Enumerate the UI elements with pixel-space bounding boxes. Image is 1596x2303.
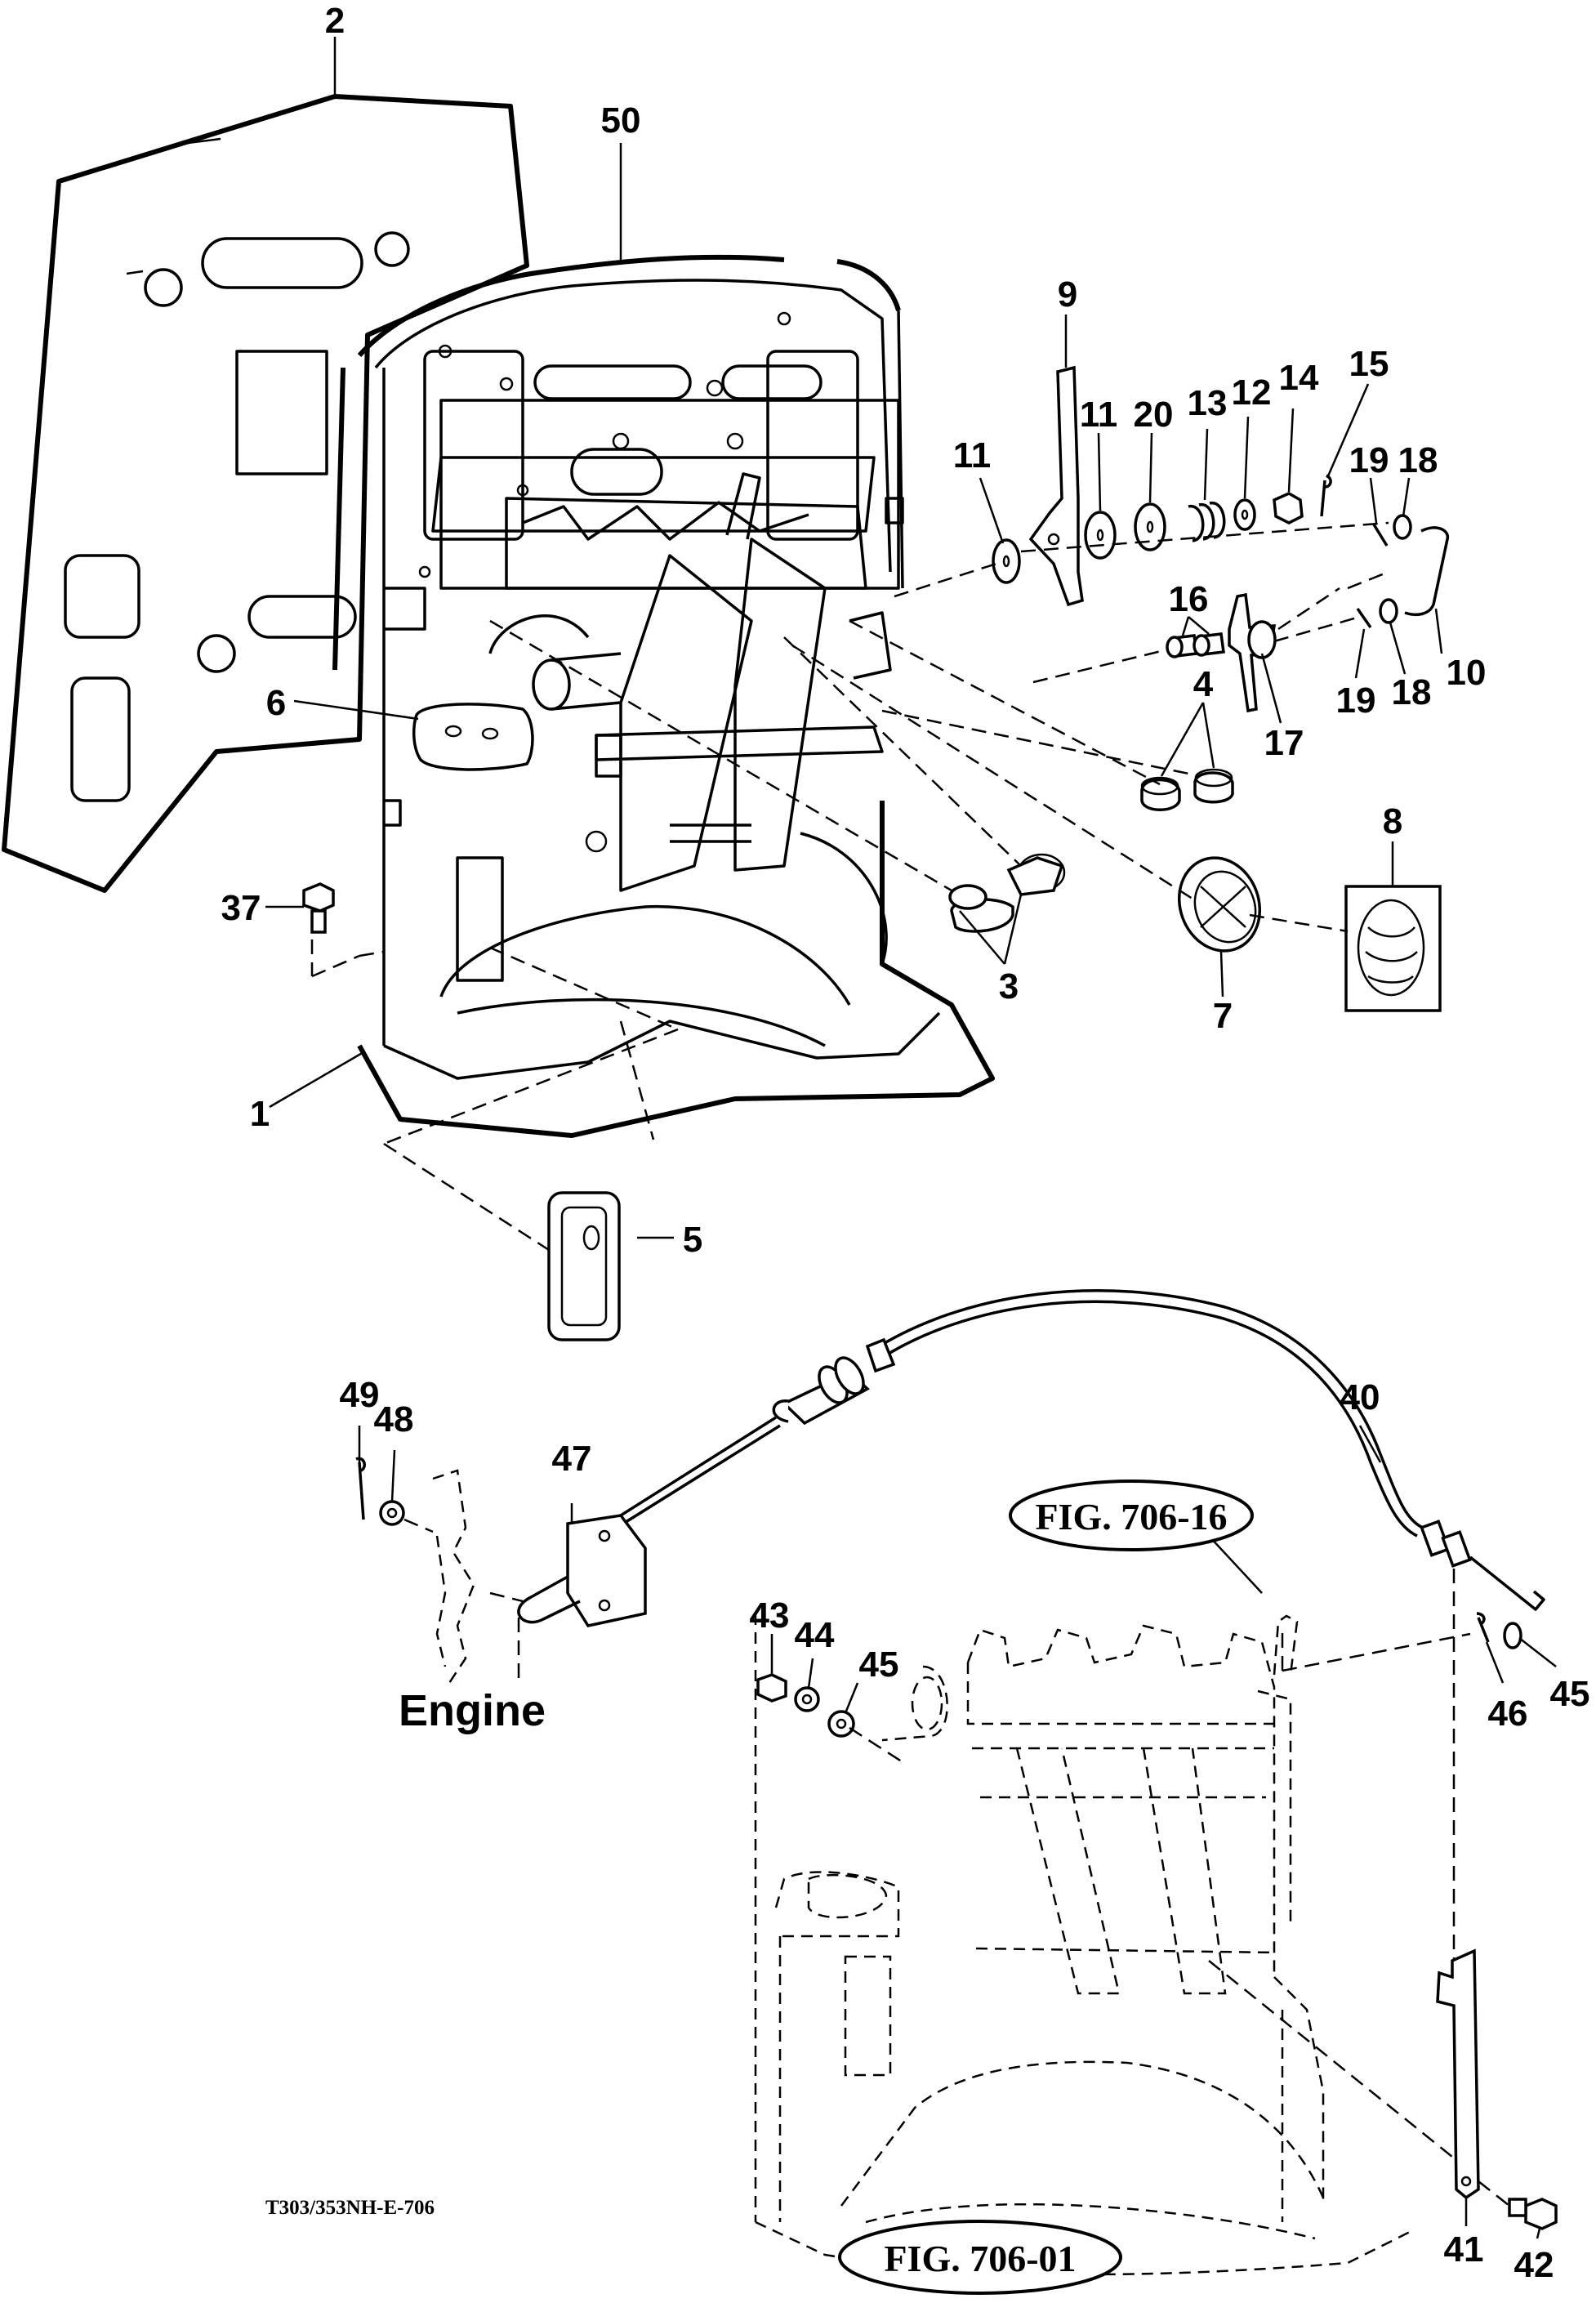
part-7-grommet xyxy=(1177,856,1262,953)
part-20-washer xyxy=(1134,502,1166,551)
part-40-cable xyxy=(613,1289,1545,1611)
part-45-washer-left xyxy=(827,1710,855,1738)
fig-ref-706-01-text: FIG. 706-01 xyxy=(884,2238,1076,2279)
callout-44: 44 xyxy=(795,1615,835,1655)
callout-41: 41 xyxy=(1444,2229,1484,2270)
callout-8: 8 xyxy=(1383,801,1402,841)
callout-40: 40 xyxy=(1340,1377,1380,1417)
part-18-washers xyxy=(1379,514,1412,624)
callout-46: 46 xyxy=(1488,1694,1528,1734)
part-41-cable-bracket xyxy=(1436,1948,1480,2200)
document-id: T303/353NH-E-706 xyxy=(265,2197,435,2219)
part-17-bushings xyxy=(1166,632,1225,658)
engine-label: Engine xyxy=(399,1686,546,1735)
part-2-side-panel xyxy=(2,94,529,893)
callout-7: 7 xyxy=(1213,996,1233,1036)
ghost-pedal-tower xyxy=(754,1613,1414,2276)
part-10-rod xyxy=(1404,526,1450,616)
part-5-pedal-pad xyxy=(547,1191,621,1341)
part-49-pin xyxy=(355,1457,366,1520)
part-6-rubber-boot xyxy=(412,703,534,771)
callout-11-right: 11 xyxy=(1080,395,1118,435)
part-14-nut xyxy=(1273,492,1304,524)
callout-45-left: 45 xyxy=(859,1645,899,1685)
part-46-pin xyxy=(1476,1612,1490,1643)
callout-labels: 2 50 9 11 11 20 13 12 14 15 19 18 10 16 … xyxy=(221,1,1590,2285)
callout-10: 10 xyxy=(1447,653,1487,693)
callout-15: 15 xyxy=(1349,344,1389,384)
part-1-pedal-tower xyxy=(332,254,995,1138)
callout-42: 42 xyxy=(1514,2245,1554,2285)
part-4-stoppers xyxy=(1140,768,1234,811)
part-37-bolt xyxy=(302,882,335,934)
part-8-seal-plate xyxy=(1344,885,1442,1012)
callout-12: 12 xyxy=(1232,373,1272,413)
dashed-assembly-lines xyxy=(310,521,1510,2207)
part-45-washer-right xyxy=(1503,1622,1522,1649)
callout-4: 4 xyxy=(1193,664,1214,704)
part-15-pin xyxy=(1320,474,1332,517)
callout-18-top: 18 xyxy=(1398,440,1438,480)
callout-19-top: 19 xyxy=(1349,440,1389,480)
part-9-lever xyxy=(1028,365,1084,607)
callout-19-bottom: 19 xyxy=(1336,681,1376,721)
leader-lines xyxy=(265,37,1557,2239)
part-19-cotter-pins xyxy=(1356,524,1389,628)
callout-5: 5 xyxy=(683,1220,702,1260)
callout-11-left: 11 xyxy=(953,435,992,475)
callout-6: 6 xyxy=(266,683,286,723)
callout-49: 49 xyxy=(340,1375,380,1415)
part-3-bushings xyxy=(948,853,1066,933)
part-48-washer xyxy=(379,1500,405,1526)
part-42-bolt xyxy=(1508,2198,1558,2230)
callout-50: 50 xyxy=(601,100,641,141)
callout-14: 14 xyxy=(1279,358,1319,398)
callout-1: 1 xyxy=(250,1094,270,1134)
part-44-washer xyxy=(794,1686,820,1712)
fig-ref-706-01: FIG. 706-01 xyxy=(838,2220,1122,2295)
callout-48: 48 xyxy=(374,1399,414,1439)
callout-3: 3 xyxy=(999,966,1019,1006)
part-16-lever xyxy=(1228,592,1277,713)
callout-2: 2 xyxy=(325,1,345,41)
callout-16: 17 xyxy=(1264,723,1304,763)
callout-18-bottom: 18 xyxy=(1392,672,1432,712)
fig-ref-706-16: FIG. 706-16 xyxy=(1009,1480,1254,1551)
callout-17: 16 xyxy=(1169,579,1209,619)
callout-47: 47 xyxy=(552,1439,592,1479)
part-13-spring xyxy=(1188,502,1226,542)
callout-20: 20 xyxy=(1134,395,1174,435)
callout-9: 9 xyxy=(1058,274,1077,315)
part-43-nut xyxy=(756,1673,787,1703)
callout-13: 13 xyxy=(1188,383,1228,423)
engine-ghost-bracket xyxy=(432,1469,520,1684)
fig-ref-706-16-text: FIG. 706-16 xyxy=(1035,1496,1227,1538)
callout-43: 43 xyxy=(750,1596,790,1636)
part-12-washer xyxy=(1233,498,1256,531)
callout-45-right: 45 xyxy=(1550,1674,1590,1714)
part-11-washers xyxy=(992,511,1117,584)
callout-37: 37 xyxy=(221,888,261,928)
part-47-bracket xyxy=(517,1514,647,1627)
